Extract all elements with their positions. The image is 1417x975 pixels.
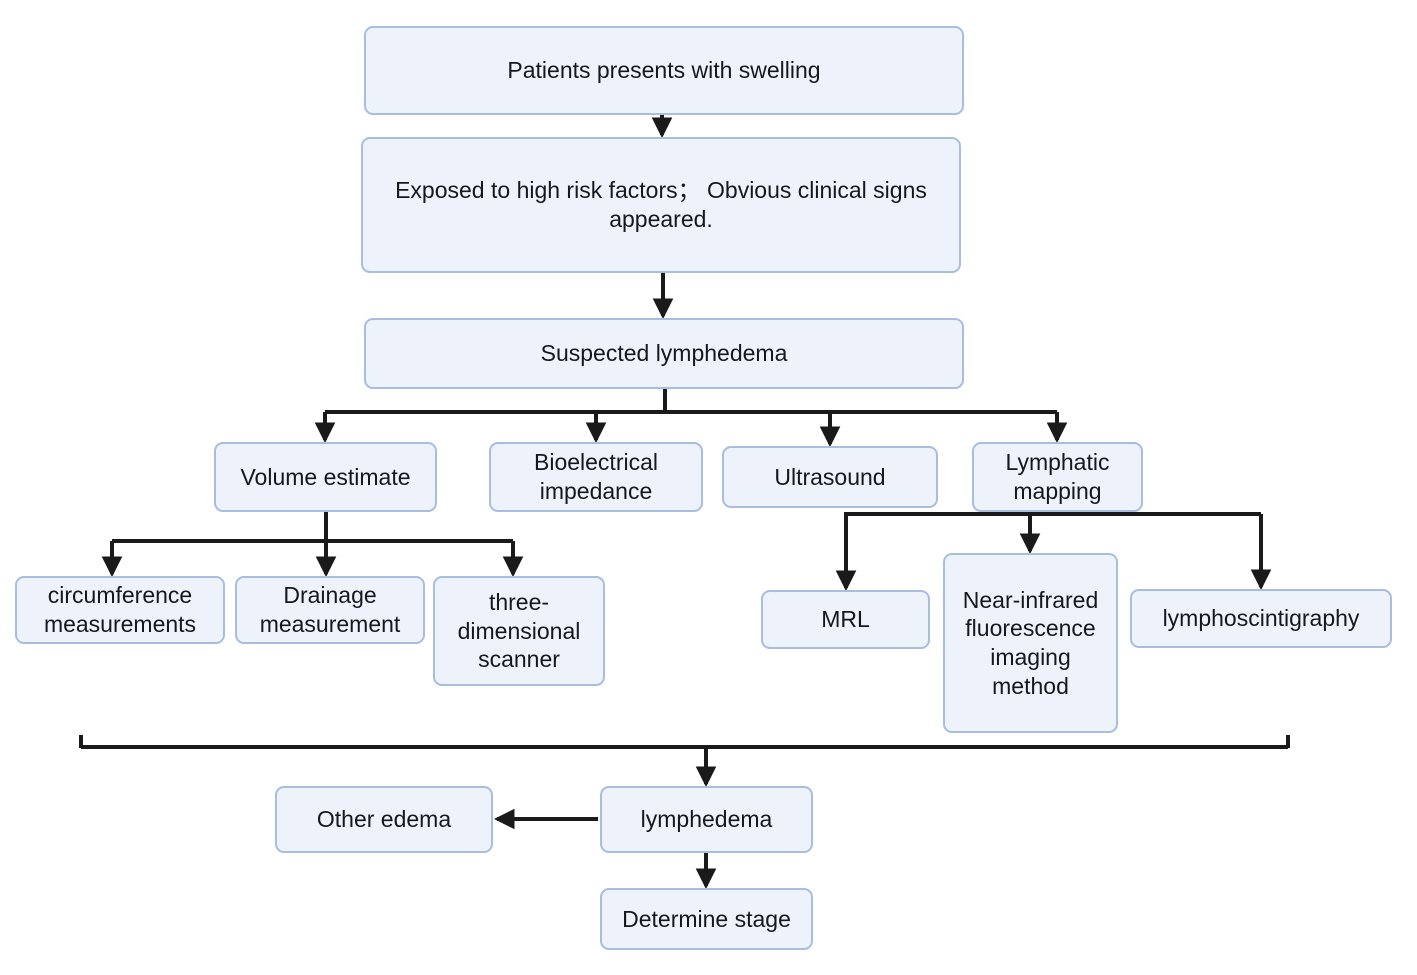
node-label: Exposed to high risk factors； Obvious cl… bbox=[395, 177, 927, 232]
node-suspected-lymphedema[interactable]: Suspected lymphedema bbox=[364, 318, 964, 389]
node-label: Suspected lymphedema bbox=[540, 340, 788, 367]
node-label: lymphedema bbox=[640, 806, 773, 833]
node-patients-presents-with-swelling[interactable]: Patients presents with swelling bbox=[364, 26, 964, 115]
node-label: Near-infrared fluorescence imaging metho… bbox=[962, 586, 1099, 699]
node-label: Patients presents with swelling bbox=[507, 57, 821, 84]
node-label: MRL bbox=[821, 606, 870, 633]
edge-ultrasound-to-mrl bbox=[835, 512, 938, 592]
node-label: Volume estimate bbox=[240, 463, 411, 490]
node-label: circumference measurements bbox=[43, 582, 197, 637]
node-label: Lymphatic mapping bbox=[1005, 449, 1110, 504]
node-three-dimensional-scanner[interactable]: three-dimensional scanner bbox=[433, 576, 605, 686]
node-exposed-to-high-risk-factors[interactable]: Exposed to high risk factors； Obvious cl… bbox=[361, 137, 961, 273]
node-label: Ultrasound bbox=[774, 463, 886, 490]
node-near-infrared-fluorescence-imaging-method[interactable]: Near-infrared fluorescence imaging metho… bbox=[943, 553, 1118, 733]
node-label: Other edema bbox=[316, 806, 452, 833]
node-lymphedema[interactable]: lymphedema bbox=[600, 786, 813, 853]
node-label: lymphoscintigraphy bbox=[1162, 605, 1360, 632]
node-label: Drainage measurement bbox=[259, 582, 401, 637]
node-label: three-dimensional scanner bbox=[457, 588, 581, 673]
node-label: Determine stage bbox=[622, 905, 791, 932]
node-ultrasound[interactable]: Ultrasound bbox=[722, 446, 938, 508]
node-determine-stage[interactable]: Determine stage bbox=[600, 888, 813, 950]
node-other-edema[interactable]: Other edema bbox=[275, 786, 493, 853]
node-label: Bioelectrical impedance bbox=[534, 449, 658, 504]
node-lymphoscintigraphy[interactable]: lymphoscintigraphy bbox=[1130, 589, 1392, 648]
node-drainage-measurement[interactable]: Drainage measurement bbox=[235, 576, 425, 644]
node-volume-estimate[interactable]: Volume estimate bbox=[214, 442, 437, 512]
node-mrl[interactable]: MRL bbox=[761, 590, 930, 649]
node-bioelectrical-impedance[interactable]: Bioelectrical impedance bbox=[489, 442, 703, 512]
node-circumference-measurements[interactable]: circumference measurements bbox=[15, 576, 225, 644]
node-lymphatic-mapping[interactable]: Lymphatic mapping bbox=[972, 442, 1143, 512]
